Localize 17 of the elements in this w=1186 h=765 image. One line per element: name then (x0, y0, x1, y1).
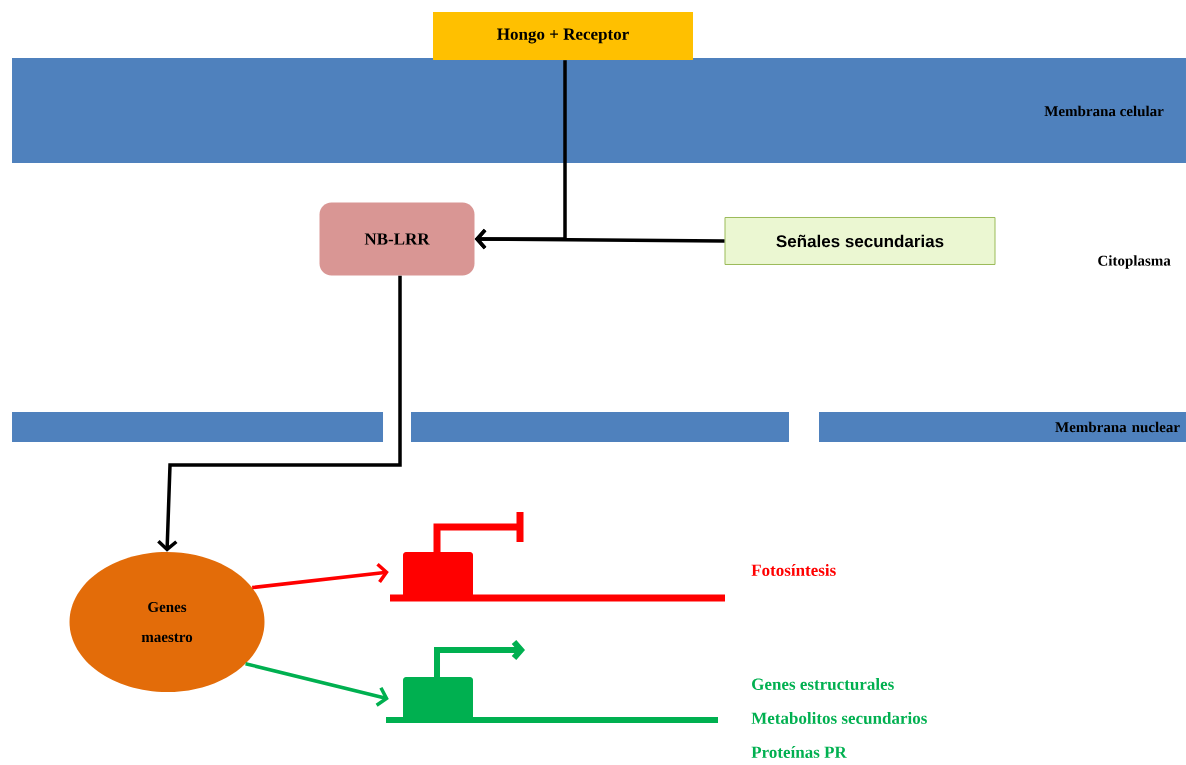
signal-box: Señales secundarias (724, 217, 996, 265)
arrow (474, 228, 725, 250)
gene-label: Metabolitos secundarios (751, 712, 927, 724)
arrow (251, 562, 389, 590)
membrane-band (12, 412, 383, 442)
gene-block (403, 552, 473, 598)
arrow (157, 275, 402, 552)
arrow (245, 662, 389, 707)
region-label: Membrana celular (1044, 105, 1164, 117)
gene-label: Genes estructurales (752, 678, 894, 690)
process-box: NB-LRR (319, 202, 475, 276)
membrane-band (411, 412, 789, 442)
membrane-band: Membrana nuclear (819, 412, 1186, 442)
region-label: Citoplasma (1098, 255, 1171, 269)
gene-label: Fotosíntesis (751, 564, 836, 576)
label-box: Hongo + Receptor (433, 12, 693, 60)
gene-label: Proteínas PR (751, 746, 847, 758)
